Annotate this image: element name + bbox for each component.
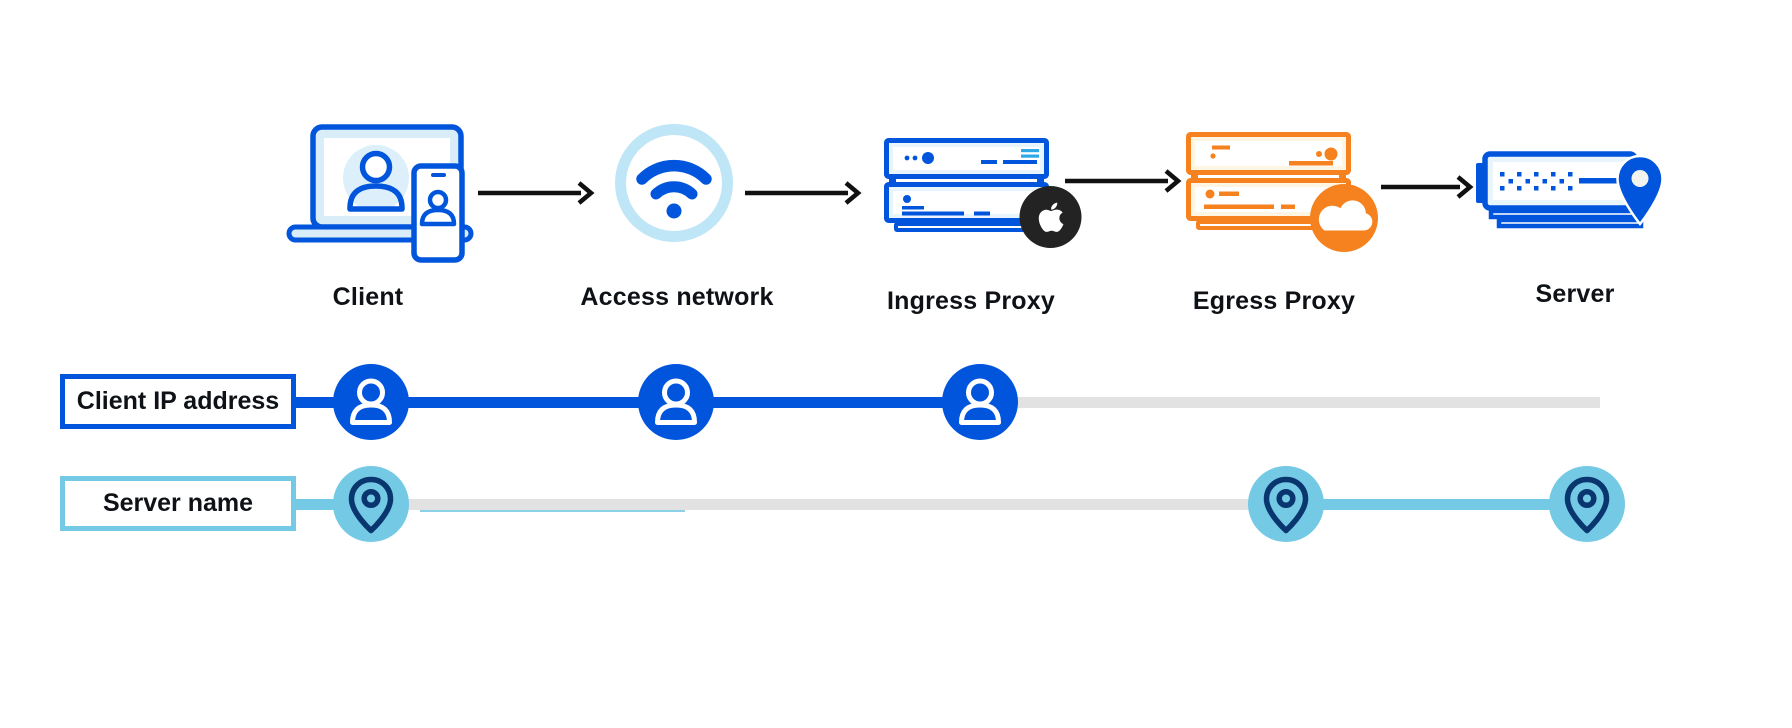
client-ip-address-box: Client IP address	[60, 374, 296, 429]
client-ip-address-label: Client IP address	[76, 387, 280, 415]
person-icon	[333, 364, 409, 440]
server-rack-icon	[1186, 132, 1378, 252]
location-pin-icon	[333, 466, 409, 542]
location-pin-icon	[1616, 154, 1664, 226]
node-label-server: Server	[1535, 280, 1615, 308]
server-name-thin-line-artifact	[420, 509, 685, 512]
server-name-label: Server name	[102, 489, 254, 517]
server-name-known-segment	[1286, 498, 1587, 510]
person-icon	[942, 364, 1018, 440]
server-name-unknown-segment	[371, 498, 1286, 510]
server-location-pin-icon	[1476, 151, 1664, 229]
node-label-access-network: Access network	[580, 283, 774, 311]
arrow-right-icon	[1065, 169, 1182, 193]
location-pin-icon	[1549, 466, 1625, 542]
apple-logo-icon	[1019, 186, 1082, 248]
arrow-right-icon	[745, 181, 862, 205]
node-label-client: Client	[332, 283, 404, 311]
person-icon	[638, 364, 714, 440]
arrow-right-icon	[478, 181, 595, 205]
location-pin-icon	[1248, 466, 1324, 542]
arrow-right-icon	[1381, 175, 1474, 199]
wifi-icon	[615, 124, 733, 242]
node-label-egress-proxy: Egress Proxy	[1192, 287, 1356, 315]
client-ip-unknown-segment	[982, 396, 1600, 408]
laptop-and-phone-user-icon	[286, 124, 474, 263]
server-rack-icon	[884, 138, 1082, 248]
cloudflare-logo-icon	[1310, 184, 1378, 252]
server-name-box: Server name	[60, 476, 296, 531]
node-label-ingress-proxy: Ingress Proxy	[887, 287, 1055, 315]
server-dots-pattern	[1500, 172, 1573, 191]
